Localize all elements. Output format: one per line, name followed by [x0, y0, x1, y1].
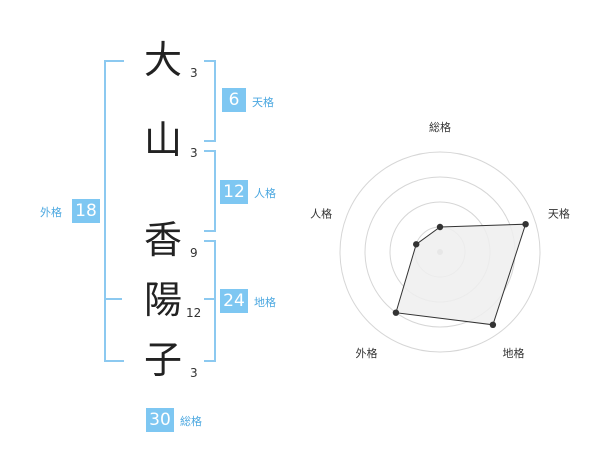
chikaku-bracket-tick [204, 298, 216, 300]
gaikaku-bracket [104, 60, 124, 362]
name-char-1: 大 [143, 38, 182, 82]
stroke-count-1: 3 [190, 66, 198, 80]
radar-axis-label-1: 総格 [429, 120, 451, 134]
radar-axis-label-4: 外格 [356, 346, 378, 360]
chikaku-bracket [204, 240, 216, 362]
tenkaku-label: 天格 [252, 96, 274, 109]
radar-point-3 [489, 321, 497, 329]
jinkaku-value: 12 [220, 180, 248, 204]
stroke-count-4: 12 [186, 306, 202, 320]
radar-point-4 [392, 309, 400, 316]
stroke-count-5: 3 [190, 366, 198, 380]
radar-ring-4 [339, 151, 541, 353]
tenkaku-value: 6 [222, 88, 246, 112]
gaikaku-value: 18 [72, 199, 100, 223]
gaikaku-label: 外格 [40, 206, 62, 219]
radar-point-1 [436, 223, 444, 231]
radar-point-5 [413, 241, 420, 248]
radar-axis-label-2: 天格 [548, 206, 570, 220]
name-char-5: 子 [143, 338, 182, 382]
name-char-3: 香 [143, 218, 182, 262]
chikaku-value: 24 [220, 289, 248, 313]
radar-axis-label-5: 人格 [310, 206, 332, 220]
radar-axis-label-3: 地格 [503, 346, 525, 360]
radar-area [395, 223, 527, 326]
soukaku-value: 30 [146, 408, 174, 432]
chikaku-label: 地格 [254, 296, 276, 309]
tenkaku-bracket [204, 60, 216, 142]
soukaku-label: 総格 [180, 415, 202, 428]
jinkaku-label: 人格 [254, 187, 276, 200]
gaikaku-bracket-tick [106, 298, 122, 300]
stroke-count-2: 3 [190, 146, 198, 160]
name-char-4: 陽 [143, 278, 182, 322]
jinkaku-bracket [204, 150, 216, 232]
stroke-count-3: 9 [190, 246, 198, 260]
name-char-2: 山 [143, 118, 182, 162]
radar-points [392, 220, 529, 329]
radar-point-2 [522, 220, 529, 228]
